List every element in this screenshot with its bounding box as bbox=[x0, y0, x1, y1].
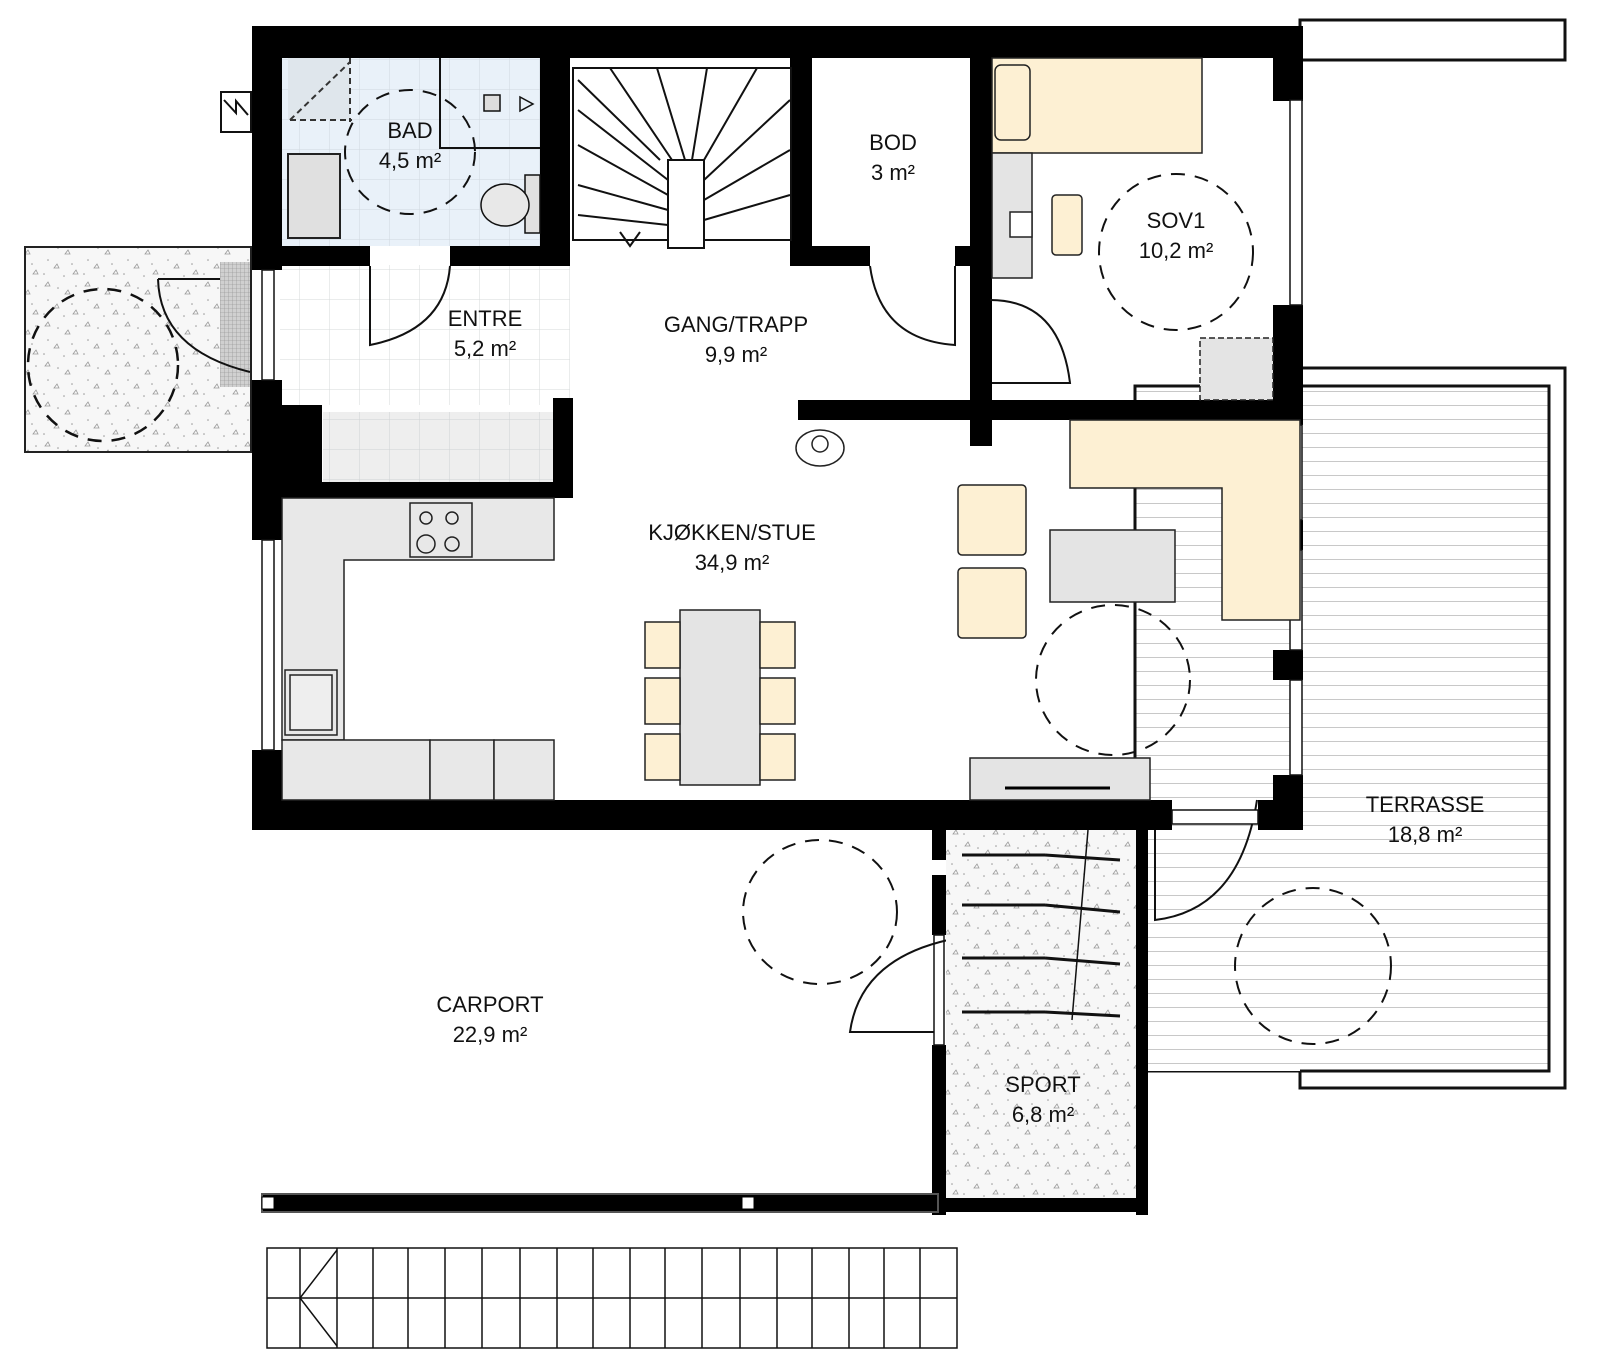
living-furniture bbox=[795, 419, 1301, 801]
door-mat bbox=[220, 262, 250, 387]
room-name: TERRASSE bbox=[1365, 792, 1485, 817]
room-name: BAD bbox=[387, 118, 433, 143]
terrace-door-swing bbox=[1154, 799, 1258, 922]
room-area: 3 m² bbox=[871, 160, 915, 185]
sport-door-swing bbox=[848, 939, 949, 1033]
sport-storage bbox=[946, 829, 1136, 1198]
shower-icon bbox=[289, 58, 352, 122]
fireplace-icon bbox=[795, 429, 845, 467]
room-label-gang-trapp: GANG/TRAPP 9,9 m² bbox=[664, 310, 808, 370]
room-label-sport: SPORT 6,8 m² bbox=[1005, 1070, 1080, 1130]
room-label-bod: BOD 3 m² bbox=[869, 128, 917, 188]
room-area: 5,2 m² bbox=[453, 336, 517, 361]
room-name: KJØKKEN/STUE bbox=[648, 520, 816, 545]
carport bbox=[261, 839, 898, 1210]
room-name: ENTRE bbox=[447, 306, 523, 331]
tv-bench bbox=[969, 757, 1151, 801]
room-area: 22,9 m² bbox=[452, 1022, 528, 1047]
room-name: SPORT bbox=[1005, 1072, 1081, 1097]
room-label-sov1: SOV1 10,2 m² bbox=[1139, 206, 1214, 266]
sov1-door-swing bbox=[989, 299, 1072, 384]
room-name: CARPORT bbox=[436, 992, 544, 1017]
room-label-bad: BAD 4,5 m² bbox=[379, 116, 441, 176]
room-name: BOD bbox=[869, 130, 917, 155]
room-label-entre: ENTRE 5,2 m² bbox=[448, 304, 523, 364]
room-area: 6,8 m² bbox=[1011, 1102, 1075, 1127]
wardrobe-sov1 bbox=[1199, 337, 1274, 401]
wardrobe bbox=[323, 412, 553, 484]
armchair bbox=[957, 484, 1027, 556]
coffee-table bbox=[1049, 529, 1176, 603]
room-area: 18,8 m² bbox=[1387, 822, 1463, 847]
room-area: 10,2 m² bbox=[1138, 238, 1214, 263]
dining-table bbox=[679, 609, 761, 786]
room-area: 9,9 m² bbox=[704, 342, 768, 367]
terrace bbox=[1133, 18, 1567, 1090]
bath-door-swing bbox=[369, 265, 451, 347]
room-area: 34,9 m² bbox=[694, 550, 770, 575]
room-name: GANG/TRAPP bbox=[663, 312, 809, 337]
entre-floor bbox=[280, 265, 570, 405]
chair bbox=[1051, 194, 1083, 256]
bicycle-rack-icon bbox=[962, 829, 1121, 1021]
room-name: SOV1 bbox=[1146, 208, 1206, 233]
balcony-ledge bbox=[1298, 18, 1567, 62]
staircase bbox=[572, 67, 792, 249]
cooktop-icon bbox=[409, 502, 473, 558]
bathroom-fixtures bbox=[287, 58, 541, 239]
room-area: 4,5 m² bbox=[378, 148, 442, 173]
turning-circle bbox=[26, 287, 180, 443]
corner-sofa bbox=[1069, 419, 1301, 621]
room-label-kjokken-stue: KJØKKEN/STUE 34,9 m² bbox=[648, 518, 815, 578]
drain-icon bbox=[483, 94, 501, 112]
armchair bbox=[957, 567, 1027, 639]
room-label-carport: CARPORT 22,9 m² bbox=[436, 990, 543, 1050]
room-label-terrasse: TERRASSE 18,8 m² bbox=[1366, 790, 1485, 850]
walls bbox=[252, 26, 1303, 1215]
electric-meter-icon bbox=[220, 91, 252, 133]
doors bbox=[369, 265, 1072, 1033]
dining-set bbox=[644, 609, 796, 786]
sink-icon bbox=[287, 153, 341, 239]
bod-door-swing bbox=[869, 265, 956, 347]
windows bbox=[261, 99, 1303, 1046]
kitchen bbox=[281, 497, 555, 801]
bedroom-furniture bbox=[991, 57, 1274, 401]
outdoor-steps bbox=[266, 1247, 958, 1349]
shower-wall bbox=[439, 58, 540, 149]
entry-landing bbox=[24, 246, 252, 453]
